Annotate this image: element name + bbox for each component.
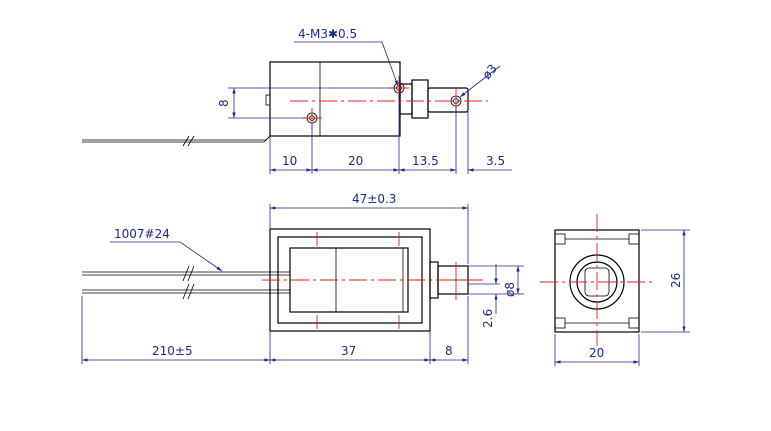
overall-label: 47±0.3 [352, 192, 396, 206]
thread-callout: 4-M3✱0.5 [298, 27, 357, 41]
side-height-label: 26 [669, 273, 683, 288]
wire-leader [110, 241, 223, 272]
plunger-label: 8 [445, 344, 453, 358]
front-wire-break-2 [187, 265, 195, 282]
dim-13-5-label: 13.5 [412, 154, 439, 168]
wire-callout: 1007#24 [114, 227, 170, 241]
body-label: 37 [341, 344, 356, 358]
front-wire-break-1 [182, 265, 190, 282]
front-wire-break-4 [187, 283, 195, 300]
top-left-tab [265, 94, 271, 106]
dim-3-5-label: 3.5 [486, 154, 505, 168]
dim-20-label: 20 [348, 154, 363, 168]
thread-leader [294, 41, 399, 87]
top-wire-break-2 [187, 135, 195, 147]
top-wire-b [82, 135, 271, 143]
side-tab-bl [554, 317, 566, 329]
dim-10-label: 10 [282, 154, 297, 168]
side-tab-tr [628, 233, 640, 245]
front-view: 1007#24 47±0.3 210±5 37 8 ø8 2.6 [81, 192, 524, 364]
front-wire-break-3 [182, 283, 190, 300]
top-wire-break-1 [182, 135, 190, 147]
slot-label: 2.6 [481, 309, 495, 328]
height-label: 8 [217, 99, 231, 107]
top-body-outline [269, 61, 401, 137]
hole-callout: ø3 [480, 61, 500, 81]
top-plunger [427, 87, 469, 113]
top-wire-a [82, 135, 271, 141]
dia-label: ø8 [503, 282, 517, 297]
top-view: 4-M3✱0.5 ø3 8 10 20 13.5 3.5 [82, 27, 512, 174]
hole-leader [459, 65, 501, 98]
side-width-label: 20 [589, 346, 604, 360]
top-collar [411, 79, 429, 119]
lead-label: 210±5 [152, 344, 193, 358]
side-tab-br [628, 317, 640, 329]
side-view: 20 26 [540, 214, 690, 366]
side-tab-tl [554, 233, 566, 245]
